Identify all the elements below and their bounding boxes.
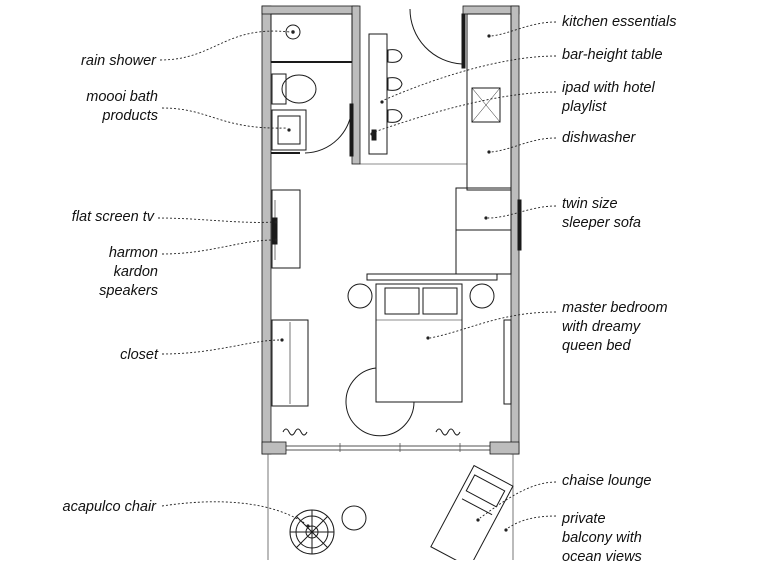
pillow bbox=[422, 287, 458, 315]
label-line: products bbox=[102, 108, 158, 124]
label-line: balcony with bbox=[562, 530, 642, 546]
bath-partition-wall bbox=[351, 5, 361, 165]
tv-console bbox=[271, 189, 301, 269]
entry-door-swing bbox=[409, 8, 463, 65]
curtain bbox=[435, 428, 461, 436]
sleeper-sofa bbox=[455, 187, 512, 275]
label-line: ipad with hotel bbox=[562, 80, 655, 96]
sink bbox=[277, 115, 301, 145]
rain-shower-head bbox=[285, 24, 301, 40]
label-line: closet bbox=[120, 347, 158, 363]
label-line: private bbox=[562, 511, 606, 527]
nightstand-lamp bbox=[347, 283, 373, 309]
label-line: bar-height table bbox=[562, 47, 663, 63]
label-closet: closet bbox=[120, 346, 158, 365]
label-bar-height-table: bar-height table bbox=[562, 46, 663, 65]
cooktop bbox=[471, 87, 501, 123]
label-acapulco-chair: acapulco chair bbox=[63, 498, 157, 517]
wall-panel bbox=[503, 319, 512, 405]
label-line: kardon bbox=[113, 264, 158, 280]
north-wall-bath bbox=[261, 5, 359, 15]
bar-stool bbox=[387, 109, 403, 123]
kitchen bbox=[360, 8, 512, 191]
label-dishwasher: dishwasher bbox=[562, 129, 635, 148]
pillow bbox=[384, 287, 420, 315]
bar-table-top bbox=[368, 33, 388, 155]
label-master-bedroom: master bedroom with dreamy queen bed bbox=[562, 299, 668, 356]
balcony-furniture bbox=[289, 464, 514, 560]
queen-bed bbox=[375, 283, 463, 403]
label-moooi-bath-products: moooi bath products bbox=[86, 88, 158, 126]
bath-door bbox=[349, 103, 354, 157]
bath-door-swing bbox=[304, 105, 353, 154]
south-wall-right bbox=[489, 441, 520, 455]
label-line: dishwasher bbox=[562, 130, 636, 146]
living-area bbox=[271, 187, 522, 275]
label-line: with dreamy bbox=[562, 319, 641, 335]
label-line: kitchen essentials bbox=[562, 14, 677, 30]
label-line: twin size bbox=[562, 196, 618, 212]
balcony bbox=[267, 443, 514, 560]
label-line: moooi bath bbox=[86, 89, 158, 105]
bathroom bbox=[270, 13, 354, 157]
bedroom-rug-arc bbox=[345, 367, 415, 437]
headboard bbox=[366, 273, 498, 281]
label-line: playlist bbox=[562, 99, 607, 115]
label-ipad-with-hotel-playlist: ipad with hotel playlist bbox=[562, 79, 655, 117]
curtain bbox=[282, 428, 308, 436]
entry-door bbox=[461, 13, 466, 69]
label-chaise-lounge: chaise lounge bbox=[562, 472, 652, 491]
label-harmon-kardon-speakers: harmon kardon speakers bbox=[99, 244, 158, 301]
label-kitchen-essentials: kitchen essentials bbox=[562, 13, 676, 32]
label-line: chaise lounge bbox=[562, 473, 652, 489]
nightstand-lamp bbox=[469, 283, 495, 309]
label-line: acapulco chair bbox=[62, 499, 157, 515]
vanity bbox=[271, 109, 307, 151]
label-line: sleeper sofa bbox=[562, 215, 641, 231]
toilet-bowl bbox=[281, 74, 317, 104]
west-wall bbox=[261, 5, 272, 455]
label-line: flat screen tv bbox=[71, 209, 154, 225]
leader-lines bbox=[157, 21, 557, 532]
label-line: master bedroom bbox=[562, 300, 668, 316]
south-wall-left bbox=[261, 441, 287, 455]
label-line: ocean views bbox=[562, 549, 642, 565]
kitchen-counter bbox=[466, 13, 512, 191]
bar-stool bbox=[387, 77, 403, 91]
label-twin-size-sleeper-sofa: twin size sleeper sofa bbox=[562, 195, 641, 233]
label-rain-shower: rain shower bbox=[81, 52, 156, 71]
chaise-lounge-shape bbox=[430, 464, 514, 560]
shower-stall bbox=[270, 13, 353, 63]
label-line: speakers bbox=[99, 283, 158, 299]
label-flat-screen-tv: flat screen tv bbox=[72, 208, 154, 227]
label-line: rain shower bbox=[81, 53, 156, 69]
closet-box bbox=[271, 319, 309, 407]
side-table bbox=[341, 505, 367, 531]
bedroom bbox=[271, 273, 512, 437]
label-line: queen bed bbox=[562, 338, 631, 354]
bar-stool bbox=[387, 49, 403, 63]
label-line: harmon bbox=[108, 245, 158, 261]
toilet-tank bbox=[271, 73, 287, 105]
label-private-balcony: private balcony with ocean views bbox=[562, 510, 642, 567]
